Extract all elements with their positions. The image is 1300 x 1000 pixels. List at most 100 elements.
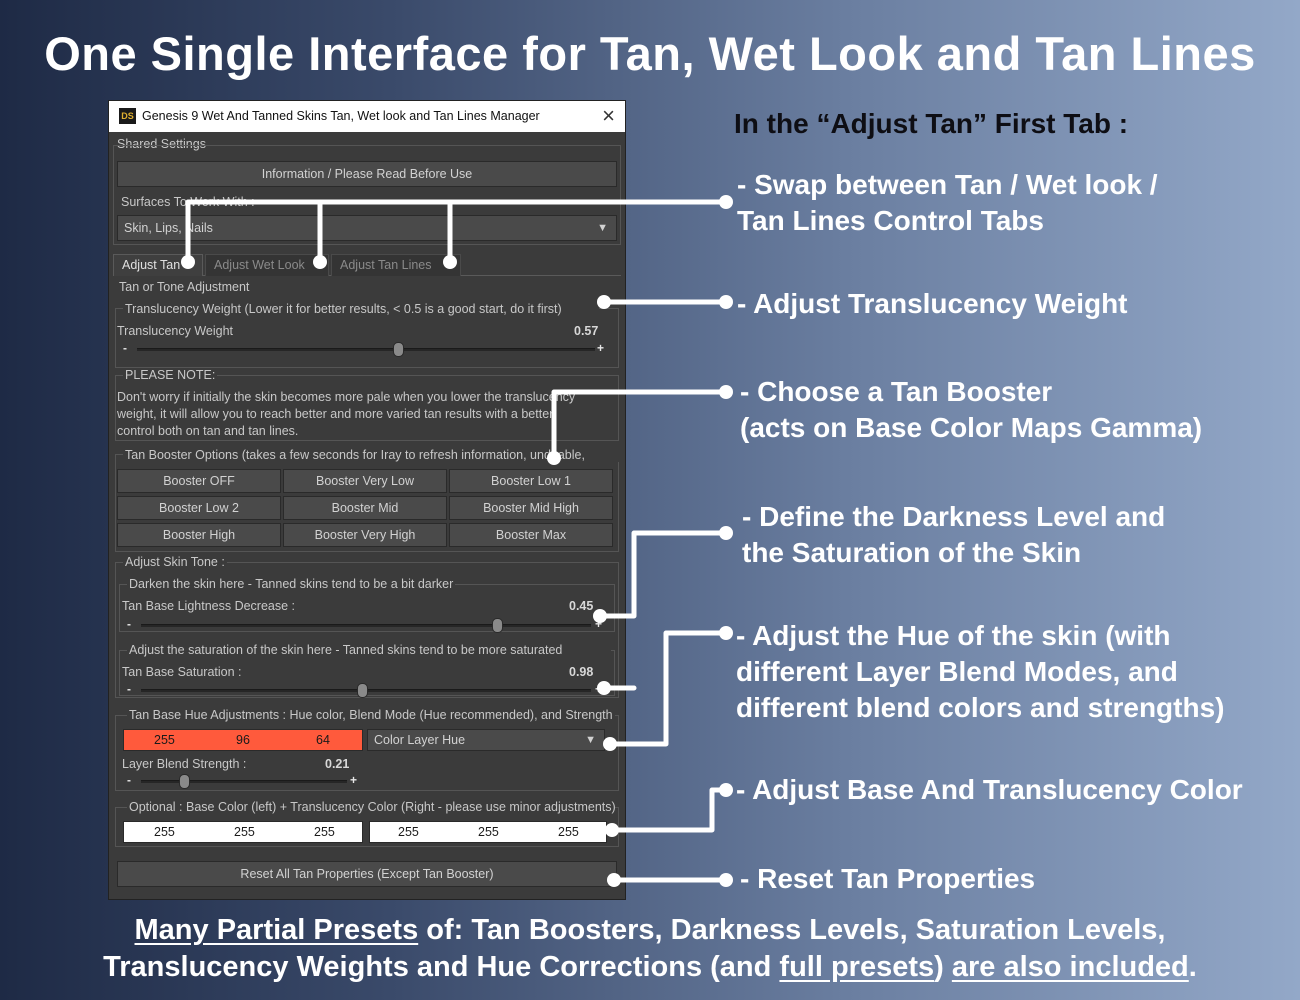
blend-strength-slider-track[interactable] xyxy=(141,780,347,783)
dot xyxy=(605,823,619,837)
surfaces-select-value: Skin, Lips, Nails xyxy=(124,221,213,235)
booster-low-2-button[interactable]: Booster Low 2 xyxy=(117,496,281,520)
lightness-value: 0.45 xyxy=(569,599,594,613)
also-included-link[interactable]: are also included xyxy=(951,951,1189,983)
dot xyxy=(719,295,733,309)
callout-line: - Define the Darkness Level and xyxy=(742,501,1166,532)
close-icon[interactable]: × xyxy=(602,103,615,128)
base-green-value: 255 xyxy=(234,825,255,839)
callout-line: the Saturation of the Skin xyxy=(742,537,1082,568)
dot xyxy=(443,255,457,269)
callout-line: different blend colors and strengths) xyxy=(736,692,1225,723)
translucency-plus-button[interactable]: + xyxy=(597,341,605,355)
full-presets-link[interactable]: full presets xyxy=(779,951,935,983)
dot xyxy=(719,195,733,209)
daz-studio-logo-icon: DS xyxy=(119,108,136,124)
dot xyxy=(719,873,733,887)
hue-group-label: Tan Base Hue Adjustments : Hue color, Bl… xyxy=(127,708,615,722)
shared-settings-group xyxy=(113,145,621,245)
booster-off-button[interactable]: Booster OFF xyxy=(117,469,281,493)
callout-swap-tabs: - Swap between Tan / Wet look / Tan Line… xyxy=(737,167,1158,239)
base-red-value: 255 xyxy=(154,825,175,839)
saturation-minus-button[interactable]: - xyxy=(127,682,131,696)
callout-line: - Adjust the Hue of the skin (with xyxy=(736,620,1171,651)
headline: One Single Interface for Tan, Wet Look a… xyxy=(44,27,1256,80)
dot xyxy=(181,255,195,269)
booster-low-1-button[interactable]: Booster Low 1 xyxy=(449,469,613,493)
callout-line: Tan Lines Control Tabs xyxy=(737,205,1044,236)
hue-red-value: 255 xyxy=(154,733,175,747)
note-text: Don't worry if initially the skin become… xyxy=(117,389,617,440)
dot xyxy=(719,526,733,540)
lightness-minus-button[interactable]: - xyxy=(127,617,131,631)
translucency-minus-button[interactable]: - xyxy=(123,341,127,355)
hue-green-value: 96 xyxy=(236,733,250,747)
footer-line-1: Many Partial Presets of: Tan Boosters, D… xyxy=(0,912,1300,949)
tone-adjustment-label: Tan or Tone Adjustment xyxy=(119,280,250,294)
translucency-group-label: Translucency Weight (Lower it for better… xyxy=(123,302,599,316)
base-color-picker[interactable]: 255 255 255 xyxy=(123,821,363,843)
booster-group-label: Tan Booster Options (takes a few seconds… xyxy=(123,448,619,462)
chevron-down-icon: ▼ xyxy=(597,222,608,234)
booster-very-low-button[interactable]: Booster Very Low xyxy=(283,469,447,493)
blend-mode-select[interactable]: Color Layer Hue ▼ xyxy=(367,729,605,751)
tab-adjust-tan-lines[interactable]: Adjust Tan Lines xyxy=(331,254,461,276)
note-line: weight, it will allow you to reach bette… xyxy=(117,407,554,421)
footer-line-1-rest: of: Tan Boosters, Darkness Levels, Satur… xyxy=(418,914,1166,946)
blend-strength-slider-handle[interactable] xyxy=(179,774,191,789)
footer-line-2-mid: ) xyxy=(934,951,952,983)
tab-intro-heading: In the “Adjust Tan” First Tab : xyxy=(734,108,1129,139)
hue-blue-value: 64 xyxy=(316,733,330,747)
hue-color-picker[interactable]: 255 96 64 xyxy=(123,729,363,751)
callout-hue: - Adjust the Hue of the skin (with diffe… xyxy=(736,618,1224,726)
saturation-slider-handle[interactable] xyxy=(356,683,368,698)
connector-base-color xyxy=(609,787,729,833)
surfaces-select[interactable]: Skin, Lips, Nails ▼ xyxy=(117,215,617,241)
dot xyxy=(603,737,617,751)
tab-adjust-tan[interactable]: Adjust Tan xyxy=(113,254,203,276)
booster-mid-button[interactable]: Booster Mid xyxy=(283,496,447,520)
dot xyxy=(607,873,621,887)
dot xyxy=(719,626,733,640)
blend-strength-label: Layer Blend Strength : xyxy=(122,757,247,771)
booster-high-button[interactable]: Booster High xyxy=(117,523,281,547)
dot xyxy=(719,783,733,797)
dialog-title: Genesis 9 Wet And Tanned Skins Tan, Wet … xyxy=(142,109,540,123)
callout-reset: - Reset Tan Properties xyxy=(740,861,1035,897)
dialog-titlebar: DS Genesis 9 Wet And Tanned Skins Tan, W… xyxy=(109,101,625,132)
translucency-red-value: 255 xyxy=(398,825,419,839)
base-blue-value: 255 xyxy=(314,825,335,839)
callout-line: - Choose a Tan Booster xyxy=(740,376,1053,407)
dot xyxy=(593,609,607,623)
callout-line: - Adjust Base And Translucency Color xyxy=(736,774,1243,805)
booster-max-button[interactable]: Booster Max xyxy=(449,523,613,547)
translucency-slider-handle[interactable] xyxy=(393,342,405,357)
callout-translucency: - Adjust Translucency Weight xyxy=(737,286,1128,322)
translucency-color-picker[interactable]: 255 255 255 xyxy=(369,821,607,843)
dot xyxy=(597,295,611,309)
note-title: PLEASE NOTE: xyxy=(123,368,218,382)
information-button[interactable]: Information / Please Read Before Use xyxy=(117,161,617,187)
darken-group-label: Darken the skin here - Tanned skins tend… xyxy=(127,577,456,591)
callout-line: - Adjust Translucency Weight xyxy=(737,288,1128,319)
blend-strength-minus-button[interactable]: - xyxy=(127,773,131,787)
reset-tan-button[interactable]: Reset All Tan Properties (Except Tan Boo… xyxy=(117,861,617,887)
translucency-slider-track[interactable] xyxy=(137,348,595,351)
booster-mid-high-button[interactable]: Booster Mid High xyxy=(449,496,613,520)
callout-line: - Swap between Tan / Wet look / xyxy=(737,169,1158,200)
lightness-slider-track[interactable] xyxy=(141,624,591,627)
partial-presets-link[interactable]: Many Partial Presets xyxy=(134,914,419,946)
connector-booster xyxy=(551,389,729,461)
footer-line-2-end: . xyxy=(1188,951,1197,983)
tan-manager-dialog: DS Genesis 9 Wet And Tanned Skins Tan, W… xyxy=(108,100,626,900)
lightness-slider-handle[interactable] xyxy=(491,618,503,633)
tab-adjust-wet-look[interactable]: Adjust Wet Look xyxy=(205,254,329,276)
booster-very-high-button[interactable]: Booster Very High xyxy=(283,523,447,547)
connector-hue xyxy=(607,630,729,747)
tab-bar: Adjust Tan Adjust Wet Look Adjust Tan Li… xyxy=(113,254,621,276)
blend-strength-plus-button[interactable]: + xyxy=(350,773,358,787)
callout-darkness: - Define the Darkness Level and the Satu… xyxy=(742,499,1165,571)
shared-settings-label: Shared Settings xyxy=(117,137,206,151)
lightness-plus-button[interactable]: + xyxy=(595,617,603,631)
